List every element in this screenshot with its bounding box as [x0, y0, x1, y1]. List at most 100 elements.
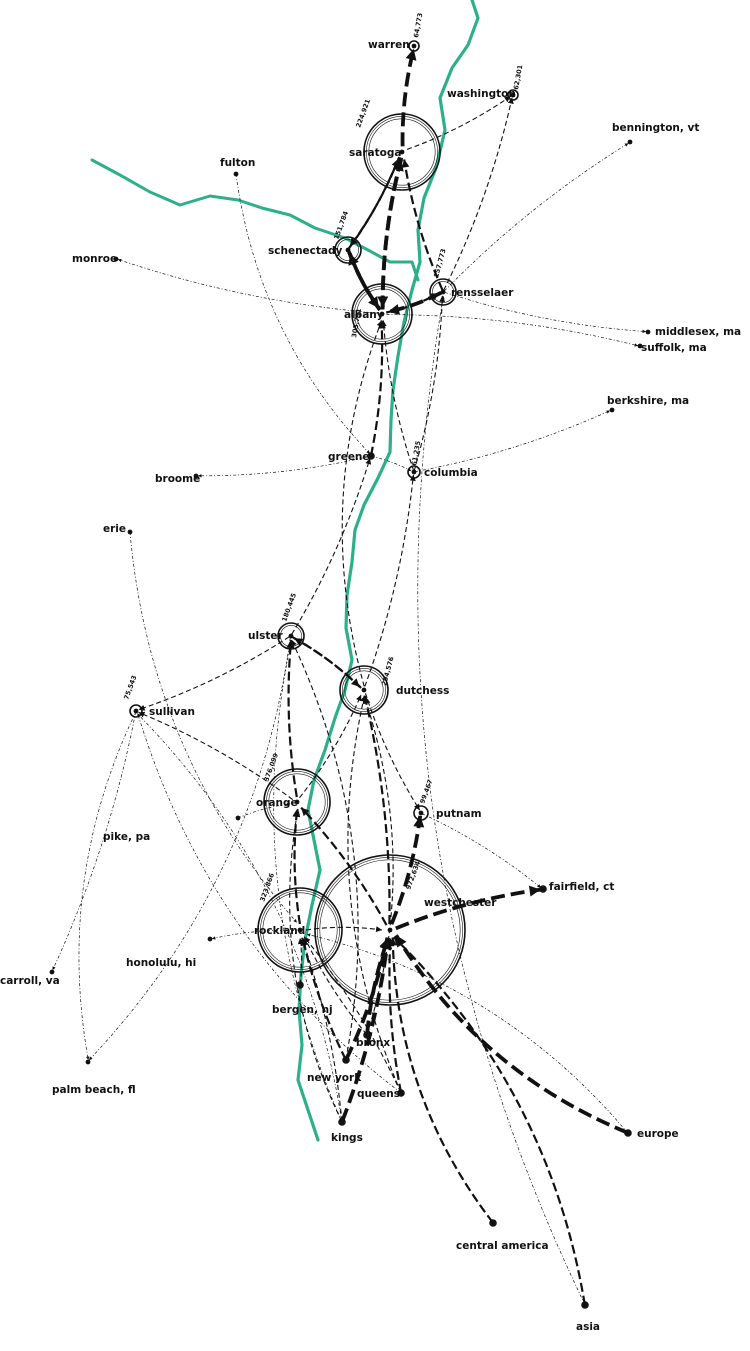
saratoga-circle	[366, 116, 438, 188]
orange-circle	[263, 768, 331, 836]
ulster-circle	[277, 622, 305, 650]
kings-point	[339, 1119, 345, 1125]
flow-dutchess-to-putnam	[364, 693, 421, 811]
labels-layer: warren64,773washington62,301saratoga224,…	[0, 12, 741, 1333]
flow-kings-to-sullivan	[137, 713, 343, 1122]
flow-saratoga-to-albany	[377, 157, 404, 308]
flow-queens-to-dutchess	[347, 695, 402, 1093]
kings-label: kings	[331, 1132, 363, 1144]
greene-point	[368, 453, 374, 459]
westchester-circle	[317, 857, 463, 1003]
erie-label: erie	[103, 523, 126, 535]
flow-asia-to-westchester	[392, 936, 586, 1305]
dutchess-point	[361, 687, 367, 693]
flow-saratoga-to-washington	[406, 95, 511, 150]
flow-orange-to-ulster	[286, 639, 298, 798]
europe-circle	[624, 1129, 632, 1137]
flow-ulster-to-greene	[291, 458, 372, 635]
rockland-point	[297, 927, 303, 933]
westchester-label: westchester	[424, 897, 497, 909]
schenectady-circle	[337, 239, 359, 261]
saratoga-circle	[368, 118, 436, 186]
ulster-population-label: 180,445	[280, 592, 298, 623]
rensselaer-circle	[432, 281, 454, 303]
flow-sullivan-to-palmbeach	[78, 711, 137, 1061]
orange-point	[294, 799, 300, 805]
flow-bronx-to-westchester	[365, 937, 391, 1035]
queens-circle	[397, 1089, 405, 1097]
flow-orange-to-dutchess	[299, 694, 362, 799]
flow-albany-to-monroe	[117, 258, 378, 314]
flow-orange-to-sullivan	[138, 711, 294, 801]
putnam-point	[418, 810, 424, 816]
middlesex-point	[645, 329, 651, 335]
bronx-circle	[363, 1031, 371, 1039]
schenectady-population-label: 151,784	[332, 210, 350, 241]
schenectady-label: schenectady	[268, 245, 343, 257]
flow-ulster-to-palmbeach	[88, 637, 291, 1061]
flow-westchester-to-putnam	[389, 815, 425, 925]
fairfield-label: fairfield, ct	[549, 881, 614, 893]
suffolk-label: suffolk, ma	[641, 342, 707, 354]
asia-circle	[581, 1301, 589, 1309]
fairfield-point	[540, 886, 546, 892]
flow-rensselaer-to-saratoga	[401, 159, 444, 291]
flow-rensselaer-to-washington	[443, 97, 514, 291]
schenectady-circle	[334, 236, 362, 264]
albany-label: albany	[344, 309, 384, 321]
centralamerica-label: central america	[456, 1240, 549, 1252]
flow-ulster-to-sullivan	[138, 636, 290, 711]
asia-label: asia	[576, 1321, 600, 1333]
albany-point	[379, 311, 385, 317]
kings-circle	[338, 1118, 346, 1126]
columbia-label: columbia	[424, 467, 478, 479]
bronx-label: bronx	[356, 1037, 390, 1049]
flow-kings-to-ulster	[273, 639, 343, 1122]
monroe-point	[113, 256, 119, 262]
dutchess-population-label: 294,576	[380, 655, 396, 686]
flow-kings-to-orange	[289, 808, 343, 1122]
warren-point	[411, 43, 417, 49]
flow-sullivan-to-carroll	[52, 711, 137, 971]
flow-schenectady-to-albany	[347, 251, 381, 310]
dutchess-label: dutchess	[396, 685, 449, 697]
warren-circle	[408, 40, 420, 52]
bergen-label: bergen, nj	[272, 1004, 333, 1016]
berkshire-label: berkshire, ma	[607, 395, 689, 407]
bennington-label: bennington, vt	[612, 122, 699, 134]
europe-point	[625, 1130, 631, 1136]
flow-europe-to-rockland	[306, 933, 628, 1134]
flow-queens-to-sullivan	[137, 713, 401, 1093]
warren-population-label: 64,773	[412, 12, 424, 38]
flow-saratoga-to-schenectady	[349, 156, 401, 248]
flow-westchester-to-dutchess	[362, 695, 391, 925]
orange-label: orange	[256, 797, 298, 809]
flow-fulton-to-greene	[235, 173, 371, 455]
fairfield-circle	[539, 885, 547, 893]
queens-label: queens	[357, 1088, 400, 1100]
mohawk-river	[90, 158, 420, 282]
bergen-circle	[296, 981, 304, 989]
orange-circle	[268, 773, 326, 831]
fulton-label: fulton	[220, 157, 255, 169]
rensselaer-label: rensselaer	[451, 287, 514, 299]
bennington-point	[627, 139, 633, 145]
greene-circle	[367, 452, 375, 460]
putnam-circle	[413, 805, 429, 821]
flow-queens-to-rockland	[303, 936, 402, 1093]
rensselaer-circle	[429, 278, 457, 306]
flow-rensselaer-to-middlesex	[444, 292, 647, 334]
carroll-point	[49, 969, 55, 975]
rensselaer-point	[440, 289, 446, 295]
newyork-point	[343, 1057, 349, 1063]
flow-rockland-to-honolulu	[211, 930, 295, 940]
broome-point	[193, 473, 199, 479]
columbia-point	[411, 469, 417, 475]
ulster-circle	[280, 625, 302, 647]
flow-newyork-to-rockland	[300, 937, 347, 1061]
newyork-label: new york	[307, 1072, 362, 1084]
broome-label: broome	[155, 473, 200, 485]
middlesex-label: middlesex, ma	[655, 326, 741, 338]
rockland-label: rockland	[254, 925, 305, 937]
